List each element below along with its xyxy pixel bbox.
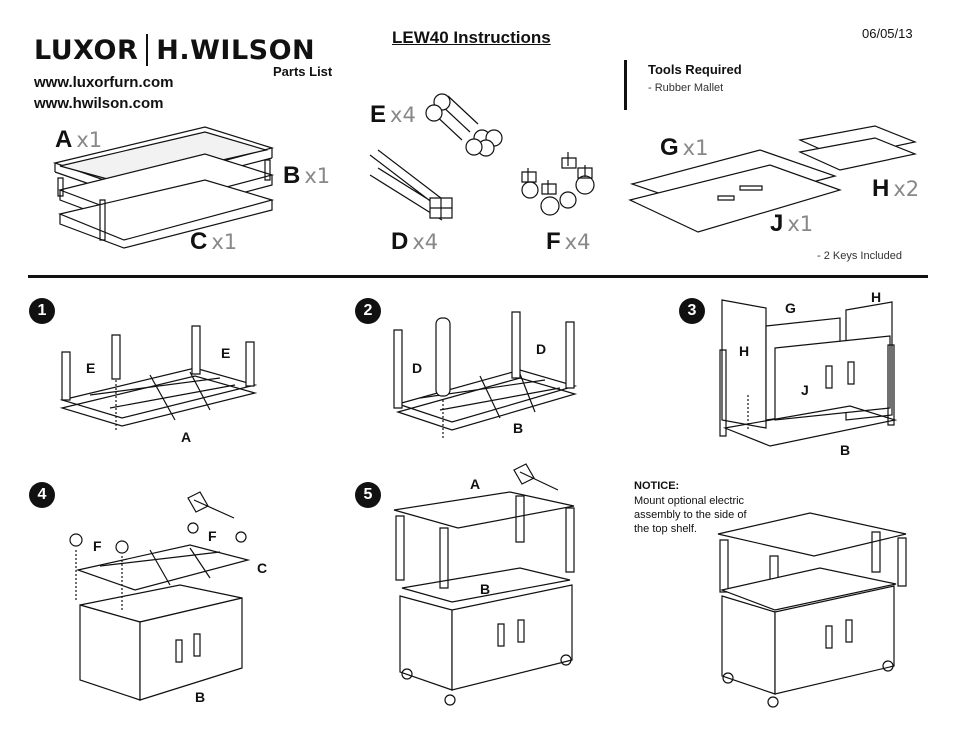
step-3-label-g: G bbox=[785, 300, 796, 316]
tools-item-mallet: - Rubber Mallet bbox=[648, 82, 724, 94]
part-c-letter: C bbox=[190, 228, 208, 255]
step-3-label-b: B bbox=[840, 442, 851, 458]
part-c-qty: x1 bbox=[211, 230, 238, 254]
step-5-label-b: B bbox=[480, 581, 491, 597]
part-h-label: H x2 bbox=[872, 175, 919, 203]
step-1-badge: 1 bbox=[29, 298, 55, 324]
step-4-badge: 4 bbox=[29, 482, 55, 508]
brand-divider bbox=[146, 34, 149, 66]
step-4-label-c: C bbox=[257, 560, 268, 576]
step-4-label-b: B bbox=[195, 689, 206, 705]
brand-hwilson: H.WILSON bbox=[156, 34, 316, 66]
page-title: LEW40 Instructions bbox=[392, 28, 551, 47]
part-j-qty: x1 bbox=[787, 212, 814, 236]
shelf-stack-illustration bbox=[55, 127, 272, 248]
part-d-label: D x4 bbox=[391, 228, 438, 256]
keys-note: - 2 Keys Included bbox=[817, 250, 902, 262]
step-3-badge: 3 bbox=[679, 298, 705, 324]
step-5-label-a: A bbox=[470, 476, 481, 492]
part-j-letter: J bbox=[770, 210, 784, 237]
step-3-illustration bbox=[720, 300, 895, 446]
step-1-label-e-left: E bbox=[86, 360, 96, 376]
part-e-qty: x4 bbox=[390, 103, 416, 127]
step-1-label-a: A bbox=[181, 429, 192, 445]
step-3-label-h-left: H bbox=[739, 343, 750, 359]
part-f-letter: F bbox=[546, 228, 561, 255]
step-4-label-f-left: F bbox=[93, 538, 102, 554]
legs-e-illustration bbox=[426, 94, 502, 156]
step-3-label-j: J bbox=[801, 382, 809, 398]
panels-g-j-illustration bbox=[630, 150, 840, 232]
part-f-qty: x4 bbox=[564, 230, 591, 254]
part-h-letter: H bbox=[872, 175, 890, 202]
part-d-letter: D bbox=[391, 228, 409, 255]
part-a-qty: x1 bbox=[76, 128, 103, 152]
part-b-qty: x1 bbox=[304, 164, 331, 188]
part-e-letter: E bbox=[370, 101, 387, 128]
document-date: 06/05/13 bbox=[862, 26, 913, 41]
step-5-illustration bbox=[394, 464, 574, 705]
part-h-qty: x2 bbox=[893, 177, 920, 201]
part-g-letter: G bbox=[660, 134, 679, 161]
panels-h-illustration bbox=[800, 126, 915, 170]
url-hwilson[interactable]: www.hwilson.com bbox=[34, 95, 164, 112]
part-a-letter: A bbox=[55, 126, 73, 153]
step-4-illustration bbox=[70, 492, 248, 700]
step-1-illustration bbox=[62, 326, 255, 430]
part-c-label: C x1 bbox=[190, 228, 237, 256]
part-j-label: J x1 bbox=[770, 210, 813, 238]
step-2-illustration bbox=[394, 312, 575, 440]
step-2-label-b: B bbox=[513, 420, 524, 436]
part-g-label: G x1 bbox=[660, 134, 708, 162]
tools-divider bbox=[624, 60, 627, 110]
legs-d-illustration bbox=[370, 150, 452, 220]
step-2-label-d-left: D bbox=[412, 360, 423, 376]
part-g-qty: x1 bbox=[682, 136, 709, 160]
tools-required-title: Tools Required bbox=[648, 62, 742, 77]
notice-text: Mount optional electric assembly to the … bbox=[634, 495, 747, 535]
section-divider bbox=[28, 275, 928, 278]
part-d-qty: x4 bbox=[412, 230, 439, 254]
step-2-badge: 2 bbox=[355, 298, 381, 324]
assembled-cart-illustration bbox=[718, 513, 906, 707]
step-5-badge: 5 bbox=[355, 482, 381, 508]
part-e-label: E x4 bbox=[370, 101, 416, 129]
part-b-letter: B bbox=[283, 162, 301, 189]
notice-title: NOTICE: bbox=[634, 480, 680, 492]
step-4-label-f-right: F bbox=[208, 528, 217, 544]
brand-luxor: LUXOR bbox=[34, 34, 139, 66]
part-f-label: F x4 bbox=[546, 228, 590, 256]
casters-f-illustration bbox=[522, 152, 594, 215]
step-2-label-d-right: D bbox=[536, 341, 547, 357]
part-b-label: B x1 bbox=[283, 162, 330, 190]
part-a-label: A x1 bbox=[55, 126, 102, 154]
step-3-label-h-right: H bbox=[871, 289, 882, 305]
url-luxorfurn[interactable]: www.luxorfurn.com bbox=[34, 74, 174, 91]
brand-logo: LUXOR H.WILSON bbox=[34, 34, 315, 66]
parts-list-title: Parts List bbox=[273, 64, 333, 79]
step-1-label-e-right: E bbox=[221, 345, 231, 361]
